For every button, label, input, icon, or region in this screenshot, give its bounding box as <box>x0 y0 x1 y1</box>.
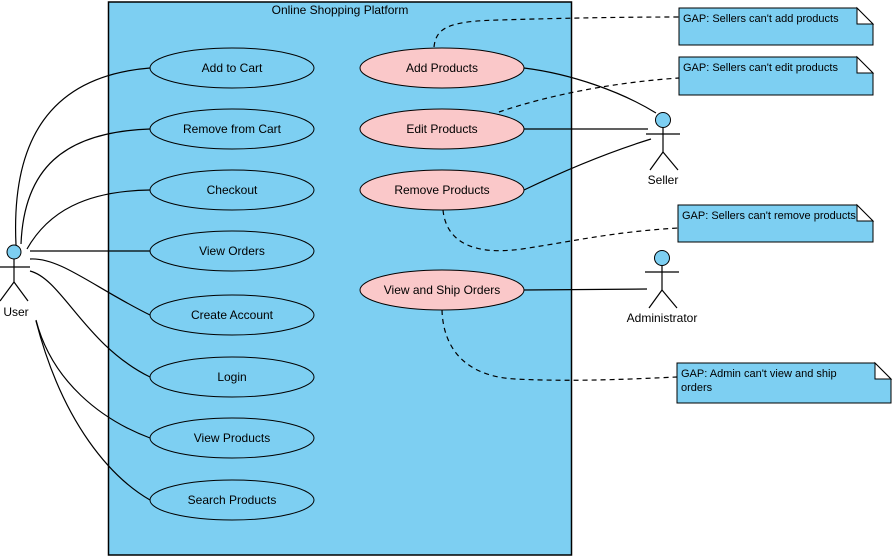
association-seller-remove-products <box>523 138 652 191</box>
use-case-edit-products[interactable]: Edit Products <box>359 108 525 150</box>
anchor-note-view-ship-orders <box>441 309 678 381</box>
use-case-login[interactable]: Login <box>149 356 315 398</box>
use-case-label: Add to Cart <box>202 61 263 75</box>
note-text: GAP: Sellers can't add products <box>683 13 839 25</box>
use-case-label: Remove Products <box>394 183 489 197</box>
use-case-create-account[interactable]: Create Account <box>149 294 315 336</box>
use-case-ellipse[interactable] <box>149 108 315 150</box>
anchor-note-remove-products <box>442 209 679 252</box>
use-case-label: View Orders <box>199 244 265 258</box>
note-admin-cant-view-and-ship-orders[interactable] <box>676 361 893 404</box>
use-case-ellipse[interactable] <box>149 479 315 521</box>
use-case-ellipse[interactable] <box>149 294 315 336</box>
use-case-ellipse[interactable] <box>149 356 315 398</box>
actor-head-icon <box>654 250 670 266</box>
use-case-ellipse[interactable] <box>149 230 315 272</box>
actor-leg <box>0 281 15 302</box>
association-user-create-account <box>29 258 151 316</box>
anchor-note-edit-products <box>498 77 680 113</box>
note-anchor-lines <box>433 16 680 381</box>
actor-leg <box>649 151 664 171</box>
use-case-view-products[interactable]: View Products <box>149 417 315 459</box>
association-user-add-to-cart <box>14 67 151 246</box>
actor-leg <box>662 151 679 171</box>
note-shape[interactable] <box>676 362 892 404</box>
use-case-label: Remove from Cart <box>183 122 282 136</box>
use-case-add-products[interactable]: Add Products <box>359 47 525 89</box>
use-case-checkout[interactable]: Checkout <box>149 169 315 211</box>
note-sellers-cant-remove-products[interactable] <box>677 203 875 243</box>
system-boundary-title: Online Shopping Platform <box>272 3 409 17</box>
note-fold-icon <box>874 361 893 380</box>
use-case-ellipse[interactable] <box>149 47 315 89</box>
actor-seller[interactable]: Seller <box>646 112 680 188</box>
note-shape[interactable] <box>678 7 874 46</box>
use-case-remove-from-cart[interactable]: Remove from Cart <box>149 108 315 150</box>
actor-leg <box>648 289 663 309</box>
use-case-view-orders[interactable]: View Orders <box>149 230 315 272</box>
use-case-ellipse[interactable] <box>149 417 315 459</box>
use-case-label: Edit Products <box>406 122 477 136</box>
use-case-ellipse[interactable] <box>359 169 525 211</box>
note-fold-icon <box>856 203 875 222</box>
association-user-checkout <box>26 189 151 250</box>
use-case-ellipse[interactable] <box>359 108 525 150</box>
use-case-add-to-cart[interactable]: Add to Cart <box>149 47 315 89</box>
use-case-label: Add Products <box>406 61 478 75</box>
note-text: GAP: Sellers can't edit products <box>683 62 838 74</box>
use-case-remove-products[interactable]: Remove Products <box>359 169 525 211</box>
note-shape[interactable] <box>678 56 874 96</box>
actor-leg <box>13 281 29 302</box>
actor-label: User <box>3 305 28 319</box>
association-user-remove-from-cart <box>20 128 151 245</box>
note-sellers-cant-edit-products[interactable] <box>678 55 875 96</box>
note-text: GAP: Admin can't view and ship orders <box>681 368 837 394</box>
use-case-label: Login <box>217 370 246 384</box>
association-user-login <box>29 270 151 378</box>
seller-admin-associations <box>523 67 657 291</box>
association-user-search-products <box>35 320 151 501</box>
use-case-ellipse[interactable] <box>359 269 525 311</box>
note-fold-icon <box>856 55 875 74</box>
use-case-label: View and Ship Orders <box>384 283 501 297</box>
association-user-view-products <box>35 319 151 439</box>
note-text: GAP: Sellers can't remove products <box>682 210 856 222</box>
note-fold-icon <box>856 6 875 25</box>
use-case-label: View Products <box>194 431 270 445</box>
note-sellers-cant-add-products[interactable] <box>678 6 875 46</box>
note-shape[interactable] <box>677 204 874 243</box>
anchor-note-add-products <box>433 16 680 48</box>
use-case-view-and-ship-orders[interactable]: View and Ship Orders <box>359 269 525 311</box>
association-admin-view-ship-orders <box>523 288 648 291</box>
user-associations <box>14 67 151 501</box>
actor-head-icon <box>6 244 22 260</box>
use-case-search-products[interactable]: Search Products <box>149 479 315 521</box>
actor-leg <box>661 289 678 309</box>
actor-label: Seller <box>648 173 679 187</box>
use-case-ellipse[interactable] <box>149 169 315 211</box>
actor-administrator[interactable]: Administrator <box>627 250 698 326</box>
use-case-ellipse[interactable] <box>359 47 525 89</box>
use-case-label: Create Account <box>191 308 274 322</box>
use-case-label: Checkout <box>207 183 258 197</box>
use-case-label: Search Products <box>188 493 277 507</box>
actor-head-icon <box>655 112 671 128</box>
actor-user[interactable]: User <box>0 244 30 319</box>
association-seller-add-products <box>523 67 657 114</box>
actor-label: Administrator <box>627 311 698 325</box>
